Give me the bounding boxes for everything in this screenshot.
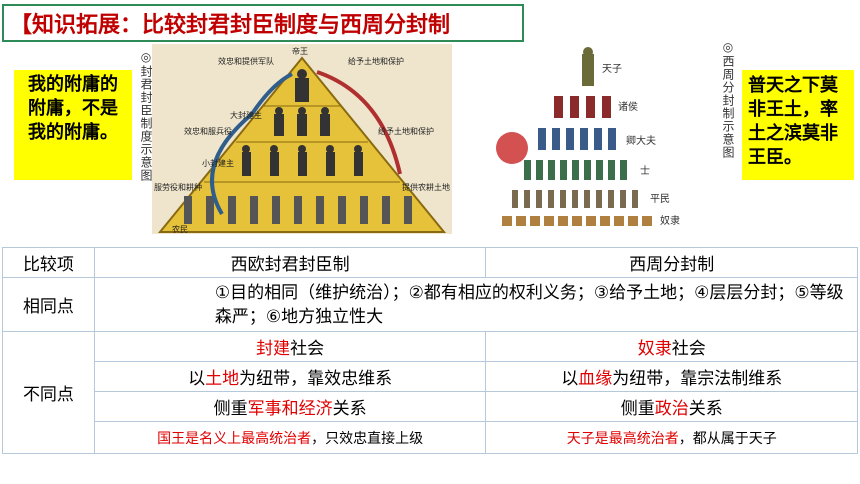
cell-segment: 天子是最高统治者 [566, 430, 679, 447]
diff-left-2: 侧重军事和经济关系 [93, 391, 487, 422]
cell-segment: 以 [188, 369, 206, 389]
zhou-level-shi: 士 [640, 164, 650, 177]
zhou-level-qingdafu: 卿大夫 [626, 134, 656, 147]
flow-left-3: 服劳役和耕种 [154, 182, 202, 192]
header-zhou: 西周分封制 [485, 247, 858, 278]
cell-segment: 为纽带，靠效忠维系 [239, 369, 393, 389]
diff-left-3: 国王是名义上最高统治者，只效忠直接上级 [93, 421, 487, 454]
cell-segment: 关系 [688, 399, 723, 419]
level-label-emperor: 帝王 [292, 46, 308, 56]
level-label-peasant: 农民 [172, 224, 188, 234]
zhou-level-nuli: 奴隶 [660, 214, 680, 227]
diff-left-0: 封建社会 [93, 331, 487, 362]
table-row: 不同点 封建社会 奴隶社会 [2, 331, 858, 454]
header-western: 西欧封君封臣制 [93, 247, 487, 278]
cell-segment: 血缘 [578, 369, 613, 389]
cell-segment: 为纽带，靠宗法制维系 [612, 369, 783, 389]
cell-segment: 侧重 [620, 399, 655, 419]
cell-segment: 国王是名义上最高统治者 [157, 430, 312, 447]
diff-left-1: 以土地为纽带，靠效忠维系 [93, 361, 487, 392]
table-row-same: 相同点 ①目的相同（维护统治）；②都有相应的权利义务；③给予土地；④层层分封；⑤… [2, 277, 859, 332]
level-label-great-lord: 大封建主 [230, 110, 262, 120]
label-same: 相同点 [2, 277, 95, 332]
header-item: 比较项 [2, 247, 95, 278]
flow-right-1: 给予土地和保护 [348, 56, 404, 66]
table-row: 国王是名义上最高统治者，只效忠直接上级 天子是最高统治者，都从属于天子 [3, 421, 858, 454]
comparison-table: 比较项 西欧封君封臣制 西周分封制 相同点 ①目的相同（维护统治）；②都有相应的… [2, 247, 859, 454]
seal-icon [496, 132, 528, 164]
zhou-level-tianzi: 天子 [602, 63, 622, 75]
diff-right-3: 天子是最高统治者，都从属于天子 [485, 421, 858, 454]
zhou-level-zhuhou: 诸侯 [618, 100, 638, 113]
cell-segment: 土地 [205, 369, 240, 389]
cell-segment: 政治 [654, 399, 689, 419]
flow-left-1: 效忠和提供军队 [218, 56, 274, 66]
cell-segment: 军事和经济 [247, 399, 333, 419]
label-diff: 不同点 [2, 331, 95, 454]
cell-segment: 社会 [290, 339, 325, 359]
diff-right-2: 侧重政治关系 [485, 391, 858, 422]
level-label-small-lord: 小封建主 [202, 158, 234, 168]
table-row: 以土地为纽带，靠效忠维系 以血缘为纽带，靠宗法制维系 [3, 361, 858, 392]
flow-right-3: 提供农耕土地 [402, 182, 450, 192]
table-header-row: 比较项 西欧封君封臣制 西周分封制 [2, 247, 858, 278]
zhou-hierarchy-illustration: 天子 诸侯 卿大夫 士 平民 奴隶 [490, 44, 720, 234]
flow-right-2: 给予土地和保护 [378, 126, 434, 136]
cell-segment: 关系 [332, 399, 367, 419]
flow-left-2: 效忠和服兵役 [184, 126, 232, 136]
caption-xizhou: ◎西周分封制示意图 [721, 40, 735, 159]
table-row: 侧重军事和经济关系 侧重政治关系 [3, 391, 858, 422]
diff-right-0: 奴隶社会 [485, 331, 858, 362]
quote-box-right: 普天之下莫非王土，率土之滨莫非王臣。 [742, 70, 854, 180]
pyramid-illustration: 帝王 大封建主 小封建主 农民 效忠和提供军队 效忠和服兵役 服劳役和耕种 给予… [152, 44, 452, 234]
zhou-level-pingmin: 平民 [650, 193, 670, 205]
cell-segment: 侧重 [213, 399, 248, 419]
cell-segment: ，都从属于天子 [678, 430, 777, 447]
quote-box-left: 我的附庸的附庸，不是我的附庸。 [14, 70, 132, 180]
cell-segment: ，只效忠直接上级 [311, 430, 424, 447]
cell-segment: 奴隶 [637, 339, 672, 359]
cell-segment: 社会 [671, 339, 706, 359]
diff-right-1: 以血缘为纽带，靠宗法制维系 [485, 361, 858, 392]
cell-segment: 以 [561, 369, 579, 389]
cell-segment: 封建 [256, 339, 291, 359]
page-title: 【知识拓展：比较封君封臣制度与西周分封制 [2, 4, 524, 42]
same-text: ①目的相同（维护统治）；②都有相应的权利义务；③给予土地；④层层分封；⑤等级森严… [93, 277, 859, 332]
caption-fengjun: ◎封君封臣制度示意图 [139, 50, 153, 182]
